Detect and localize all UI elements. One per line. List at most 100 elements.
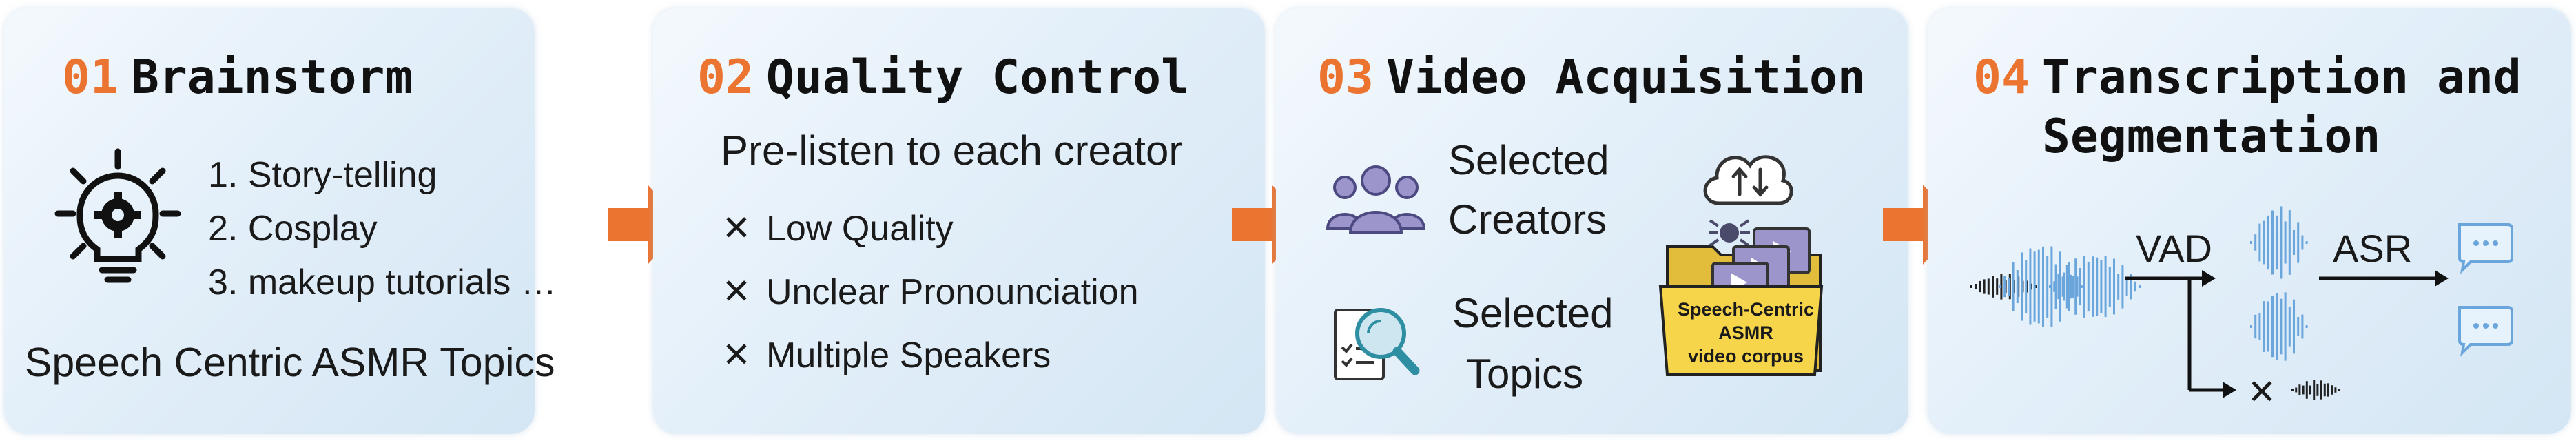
waveform-bar	[2298, 384, 2301, 395]
waveform-bar	[2008, 277, 2010, 296]
waveform-bar	[2046, 256, 2049, 318]
waveform-bar	[2338, 389, 2340, 391]
waveform-bar	[1999, 285, 2001, 288]
topic-item: 3. makeup tutorials …	[208, 262, 557, 302]
waveform-bar	[1996, 278, 1999, 295]
reject-icon: ✕	[722, 336, 751, 374]
topic-item: 2. Cosplay	[208, 209, 378, 249]
waveform-bar	[2079, 267, 2081, 306]
waveform-bar	[2293, 299, 2295, 354]
waveform-bar	[2083, 256, 2085, 318]
step-title-line2: Segmentation	[2042, 110, 2381, 164]
waveform-bar	[2074, 258, 2077, 315]
waveform-bar	[2301, 235, 2304, 250]
waveform-bar	[2276, 293, 2278, 360]
waveform-bar	[2121, 265, 2124, 309]
waveform-bar	[2313, 380, 2316, 400]
waveform-bar	[2054, 264, 2057, 309]
step-subtitle: Pre-listen to each creator	[721, 127, 1183, 174]
waveform-bar	[2061, 276, 2064, 297]
corpus-label: Speech-Centric ASMR video corpus	[1677, 299, 1815, 367]
waveform-bar	[2021, 252, 2023, 321]
topics-label: Topics	[1466, 351, 1584, 397]
waveform-bar	[2258, 223, 2261, 262]
waveform-bar	[2297, 222, 2300, 263]
waveform-bar	[2012, 262, 2015, 311]
step-number: 02	[697, 50, 754, 105]
waveform-bar	[2076, 276, 2079, 297]
video-corpus-folder-icon	[1658, 219, 1824, 376]
waveform-bar	[2320, 380, 2322, 400]
waveform-bar	[2029, 248, 2032, 325]
waveform-bar	[2293, 229, 2295, 256]
waveform-bar	[2053, 281, 2056, 292]
waveform-bar	[2016, 269, 2019, 304]
waveform-bar	[2003, 276, 2006, 298]
waveform-bar	[2263, 220, 2265, 265]
waveform-bar	[2267, 215, 2269, 270]
lightbulb-gear-icon	[54, 148, 181, 283]
waveform-bar	[2291, 389, 2294, 391]
creators-label: Creators	[1448, 196, 1607, 243]
waveform-bar	[2117, 274, 2120, 300]
waveform-bar	[2258, 313, 2261, 340]
waveform-bar	[2113, 258, 2115, 315]
creators-label: Selected	[1448, 137, 1609, 183]
waveform-bar	[2057, 274, 2060, 300]
reject-icon: ✕	[722, 209, 751, 247]
waveform-bar	[2050, 246, 2053, 327]
waveform-bar	[2267, 301, 2269, 352]
waveform-bar	[2037, 249, 2040, 324]
waveform-bar	[2295, 387, 2298, 393]
waveform-bar	[1979, 280, 1981, 293]
waveform-bar	[2316, 384, 2319, 396]
waveform-bar	[2130, 274, 2132, 300]
waveform-bar	[2104, 256, 2107, 317]
asr-label: ASR	[2333, 227, 2413, 270]
waveform-bar	[2263, 301, 2265, 352]
waveform-bar	[2063, 272, 2065, 301]
waveform-bar	[2139, 285, 2141, 288]
waveform-bar	[1970, 285, 1972, 288]
waveform-bar	[2276, 215, 2278, 270]
topic-item: 1. Story-telling	[208, 155, 437, 195]
waveform-bar	[2271, 210, 2274, 275]
topics-caption: Speech Centric ASMR Topics	[25, 340, 555, 385]
reject-icon: ✕	[722, 272, 751, 311]
waveform-bar	[1975, 283, 1977, 290]
waveform-bar	[2042, 246, 2044, 327]
waveform-bar	[2087, 261, 2090, 312]
waveform-bar	[2254, 314, 2257, 339]
waveform-bar	[2280, 206, 2283, 279]
waveform-bar	[2100, 260, 2103, 313]
step-number: 03	[1317, 50, 1374, 105]
waveform-bar	[2334, 387, 2337, 393]
cloud-download-icon	[1703, 155, 1793, 205]
step-number: 01	[62, 50, 119, 105]
waveform-bar	[2070, 274, 2072, 299]
waveform-bar	[2280, 298, 2283, 355]
creators-icon	[1326, 165, 1426, 234]
waveform-bar	[2065, 265, 2068, 309]
waveform-bar	[1987, 278, 1990, 295]
waveform-bar	[2250, 325, 2252, 328]
waveform-bar	[2250, 241, 2252, 244]
waveform-bar	[2309, 385, 2311, 395]
waveform-bar	[2068, 262, 2070, 311]
waveform-bar	[2072, 276, 2074, 298]
waveform-bar	[2125, 277, 2128, 296]
waveform-bar	[2323, 383, 2326, 397]
waveform-bar	[2288, 210, 2291, 275]
rejection-label: Multiple Speakers	[766, 336, 1051, 375]
rejection-label: Low Quality	[766, 209, 954, 249]
waveform-bar	[2305, 241, 2308, 244]
waveform-bar	[2092, 256, 2094, 317]
waveform-bar	[2254, 234, 2257, 251]
